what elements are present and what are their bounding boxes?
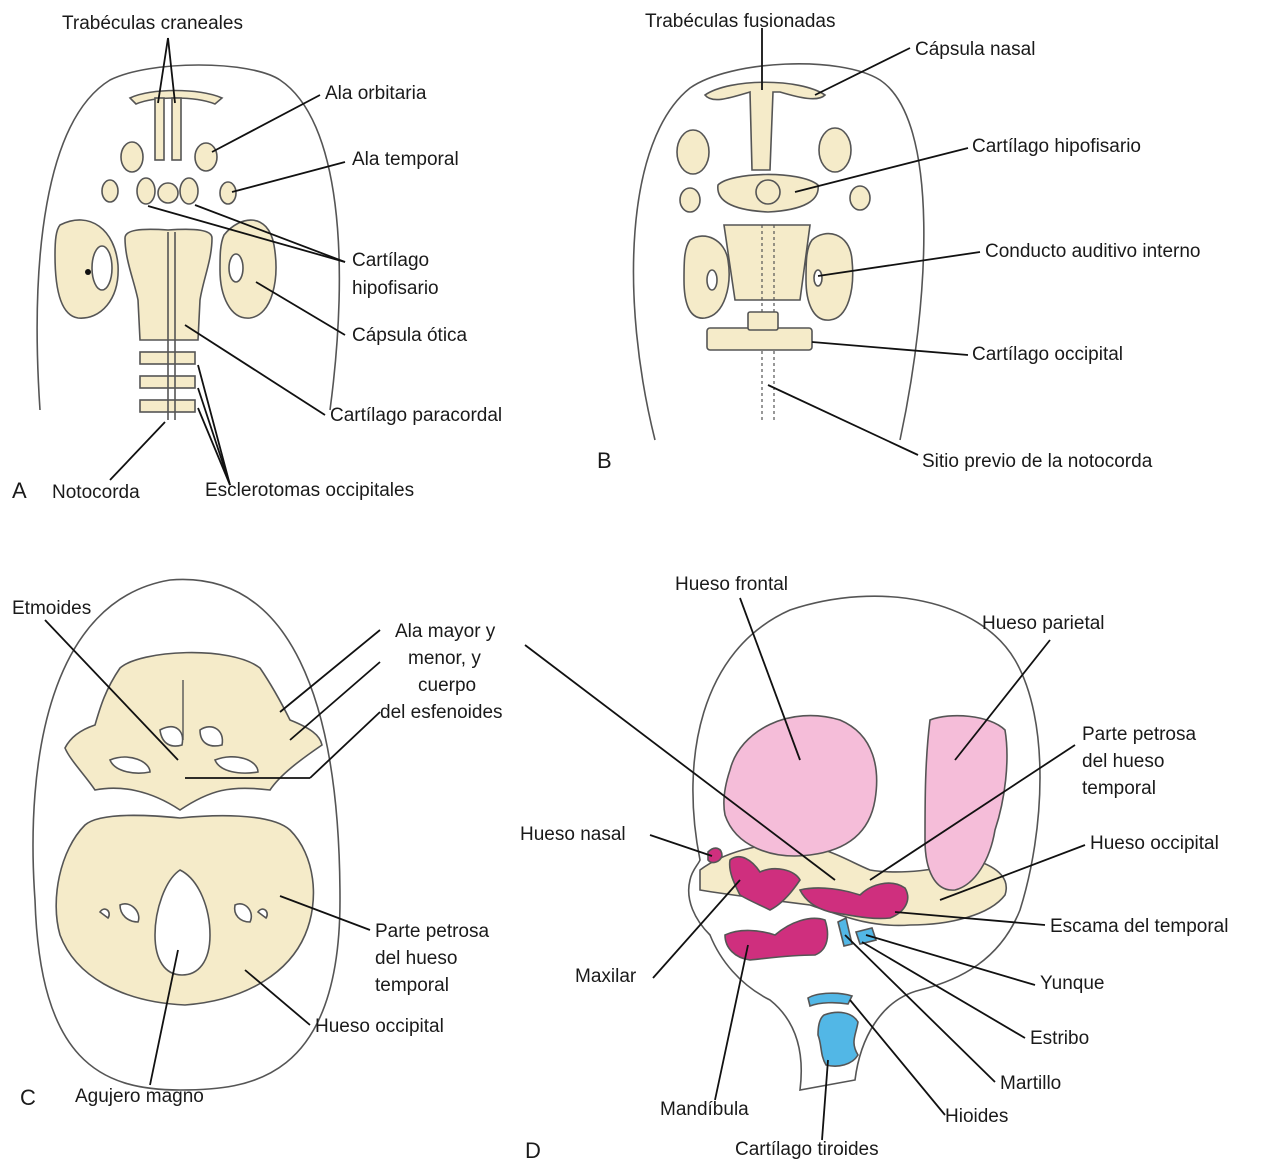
label-parte-petrosa-c-line3: temporal — [375, 974, 449, 998]
label-hueso-frontal: Hueso frontal — [675, 573, 788, 597]
label-martillo: Martillo — [1000, 1072, 1061, 1096]
label-cartilago-hipofisario-a-line2: hipofisario — [352, 277, 439, 301]
label-trabeculas-craneales: Trabéculas craneales — [62, 12, 243, 36]
label-ala-orbitaria: Ala orbitaria — [325, 82, 426, 106]
panel-letter-b: B — [597, 448, 612, 474]
label-ala-mayor-line4: del esfenoides — [380, 701, 503, 725]
label-sitio-previo-notocorda: Sitio previo de la notocorda — [922, 450, 1152, 474]
label-parte-petrosa-d-line2: del hueso — [1082, 750, 1164, 774]
label-ala-temporal: Ala temporal — [352, 148, 459, 172]
label-hueso-occipital-c: Hueso occipital — [315, 1015, 444, 1039]
label-capsula-nasal: Cápsula nasal — [915, 38, 1035, 62]
label-hueso-parietal: Hueso parietal — [982, 612, 1105, 636]
label-yunque: Yunque — [1040, 972, 1104, 996]
label-parte-petrosa-c-line2: del hueso — [375, 947, 457, 971]
label-hioides: Hioides — [945, 1105, 1008, 1129]
label-mandibula: Mandíbula — [660, 1098, 749, 1122]
label-hueso-nasal: Hueso nasal — [520, 823, 626, 847]
label-esclerotomas-occipitales: Esclerotomas occipitales — [205, 479, 414, 503]
panel-letter-c: C — [20, 1085, 36, 1111]
label-parte-petrosa-d-line3: temporal — [1082, 777, 1156, 801]
label-parte-petrosa-c-line1: Parte petrosa — [375, 920, 489, 944]
label-hueso-occipital-d: Hueso occipital — [1090, 832, 1219, 856]
panel-letter-d: D — [525, 1138, 541, 1164]
label-estribo: Estribo — [1030, 1027, 1089, 1051]
label-cartilago-paracordal: Cartílago paracordal — [330, 404, 502, 428]
label-escama-temporal: Escama del temporal — [1050, 915, 1228, 939]
label-parte-petrosa-d-line1: Parte petrosa — [1082, 723, 1196, 747]
label-maxilar: Maxilar — [575, 965, 636, 989]
label-cartilago-tiroides: Cartílago tiroides — [735, 1138, 879, 1162]
label-conducto-auditivo-interno: Conducto auditivo interno — [985, 240, 1200, 264]
label-etmoides: Etmoides — [12, 597, 91, 621]
label-cartilago-occipital: Cartílago occipital — [972, 343, 1123, 367]
label-agujero-magno: Agujero magno — [75, 1085, 204, 1109]
label-ala-mayor-line2: menor, y — [408, 647, 481, 671]
label-capsula-otica: Cápsula ótica — [352, 324, 467, 348]
label-ala-mayor-line1: Ala mayor y — [395, 620, 495, 644]
label-cartilago-hipofisario-a-line1: Cartílago — [352, 249, 429, 273]
label-ala-mayor-line3: cuerpo — [418, 674, 476, 698]
label-notocorda: Notocorda — [52, 481, 140, 505]
label-cartilago-hipofisario-b: Cartílago hipofisario — [972, 135, 1141, 159]
label-trabeculas-fusionadas: Trabéculas fusionadas — [645, 10, 835, 34]
panel-letter-a: A — [12, 478, 27, 504]
